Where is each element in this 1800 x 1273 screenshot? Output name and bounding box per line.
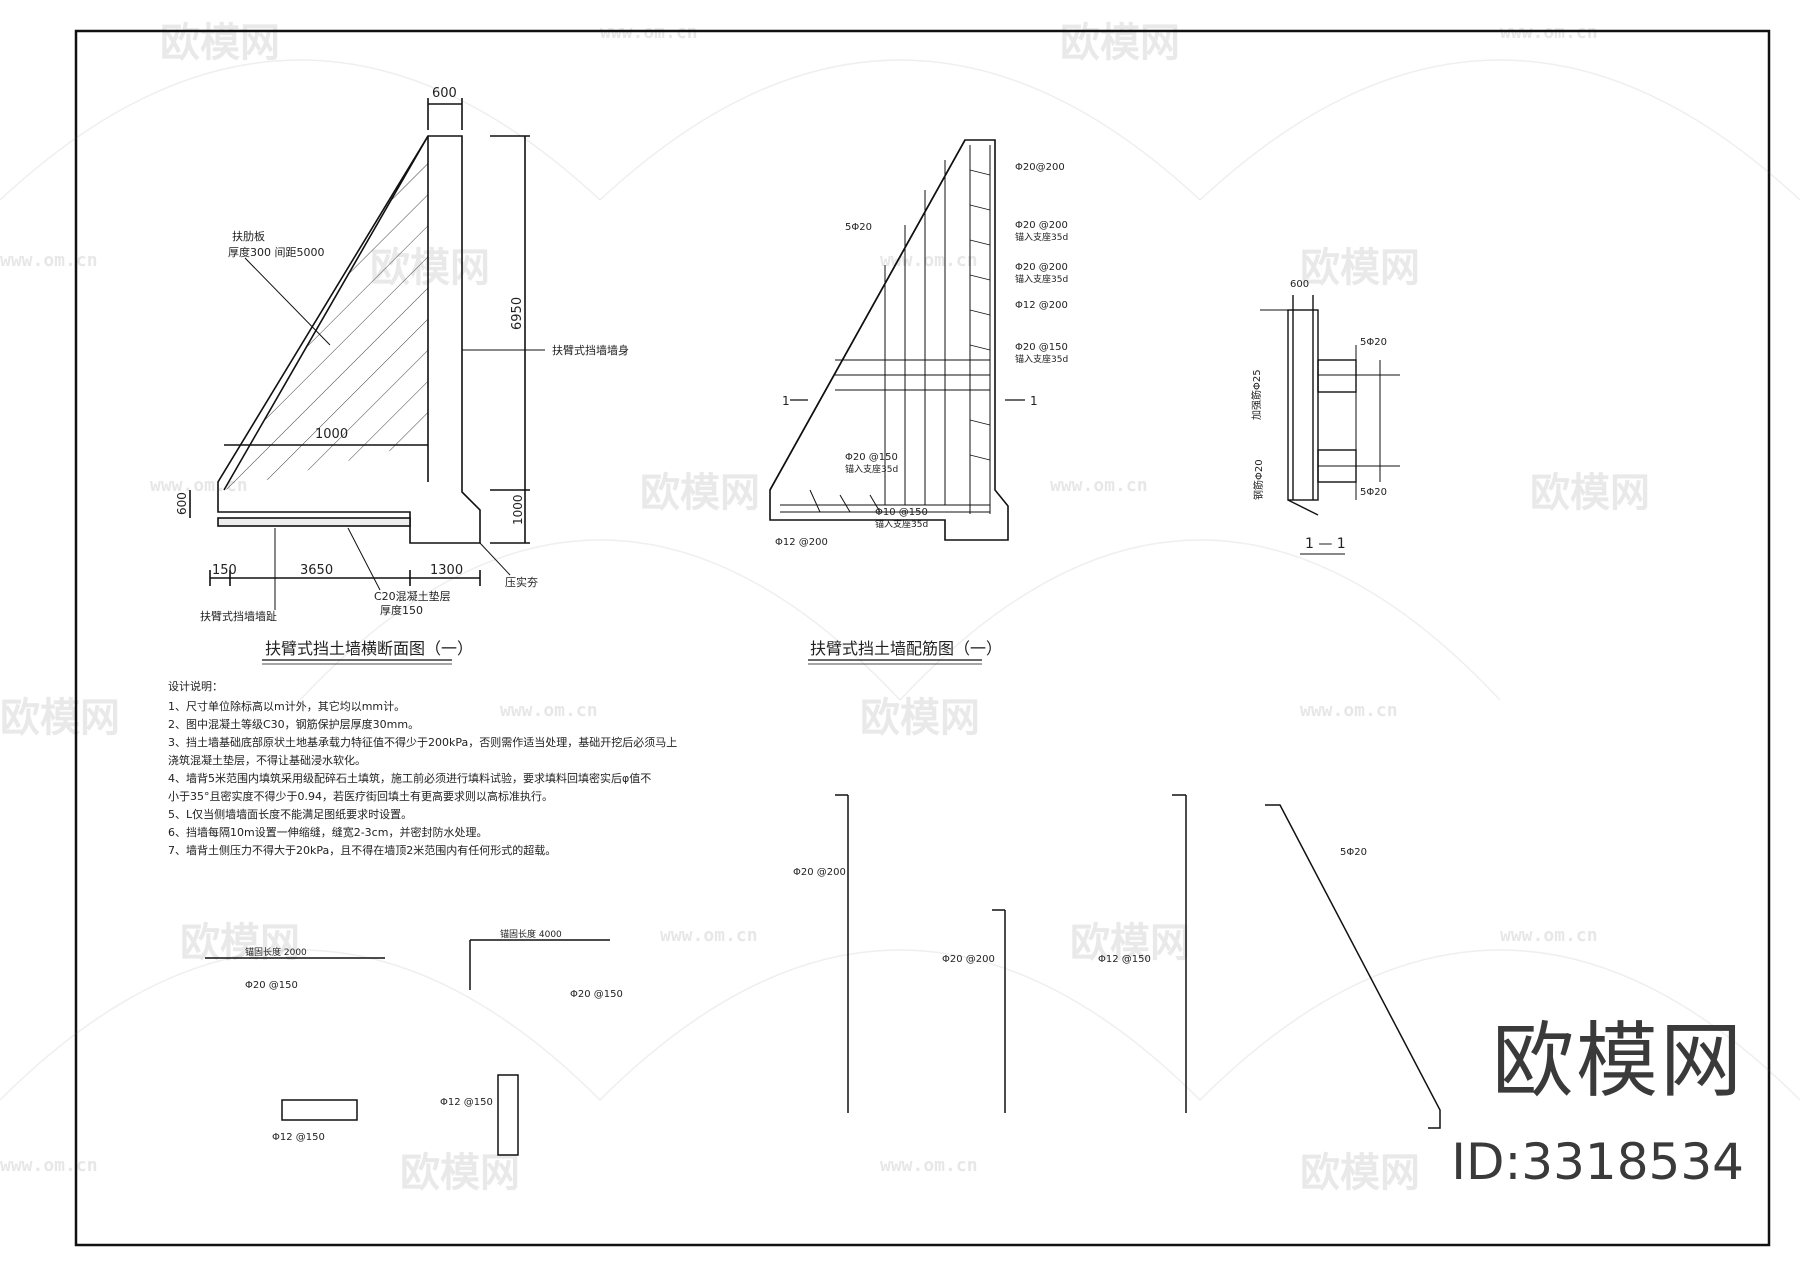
base-layer	[217, 517, 411, 527]
label-seam: 扶臂式挡墙墙趾	[200, 609, 277, 623]
rebar-label: Φ12 @200	[1015, 300, 1068, 311]
dim-toe: 1300	[430, 563, 463, 578]
note-line: 6、挡墙每隔10m设置一伸缩缝，缝宽2-3cm，并密封防水处理。	[168, 825, 487, 839]
note-line: 3、挡土墙基础底部原状土地基承载力特征值不得少于200kPa，否则需作适当处理，…	[168, 735, 677, 749]
bar-2-spec: Φ20 @200	[942, 954, 995, 965]
rebar-note: 锚入支座35d	[845, 463, 898, 475]
label-rib: 扶肋板	[232, 229, 265, 243]
detail-dim-width: 600	[1290, 279, 1309, 290]
note-line: 4、墙背5米范围内填筑采用级配碎石土填筑，施工前必须进行填料试验，要求填料回填密…	[168, 771, 651, 785]
drawing-frame	[74, 29, 1771, 1247]
rebar-label: Φ20 @150	[1015, 342, 1068, 353]
bar-1-spec: Φ20 @200	[793, 867, 846, 878]
brand-id: ID:3318534	[1451, 1133, 1744, 1191]
dim-base-width: 1000	[315, 427, 348, 442]
detail-label: 钢筋Φ20	[1252, 459, 1265, 500]
detail-title: 1 — 1	[1305, 536, 1346, 552]
rebar-note: 锚入支座35d	[875, 518, 928, 530]
bar-length: 锚固长度 4000	[500, 928, 562, 940]
detail-label: 5Φ20	[1360, 337, 1387, 348]
rebar-drawing	[769, 139, 1025, 541]
rebar-label: Φ10 @150	[875, 507, 928, 518]
rebar-label: Φ20 @150	[845, 452, 898, 463]
watermark-arcs	[0, 59, 1800, 1101]
rebar-note: 锚入支座35d	[1015, 353, 1068, 365]
rebar-wall-outline	[769, 139, 1009, 541]
rebar-section-mark-left: 1	[782, 394, 790, 408]
dim-left: 150	[212, 563, 237, 578]
brand-watermark: 欧模网	[1491, 1014, 1744, 1109]
note-line: 7、墙背土侧压力不得大于20kPa，且不得在墙顶2米范围内有任何形式的超载。	[168, 843, 556, 857]
note-line: 浇筑混凝土垫层，不得让基础浸水软化。	[168, 753, 366, 767]
bar-shapes	[205, 794, 1441, 1156]
rebar-label: Φ20@200	[1015, 162, 1065, 173]
rebar-note: 锚入支座35d	[1015, 273, 1068, 285]
dim-heel: 3650	[300, 563, 333, 578]
note-line: 2、图中混凝土等级C30，钢筋保护层厚度30mm。	[168, 717, 419, 731]
note-line: 5、L仅当侧墙墙面长度不能满足图纸要求时设置。	[168, 807, 412, 821]
bar-5-spec: Φ20 @150	[570, 989, 623, 1000]
note-line: 小于35°且密实度不得少于0.94，若医疗街回填土有更高要求则以高标准执行。	[168, 789, 553, 803]
wall-outline	[217, 135, 481, 544]
dim-toe-height: 600	[175, 492, 189, 515]
cross-section-drawing	[189, 98, 545, 610]
dim-height: 6950	[510, 297, 525, 330]
rebar-label: Φ12 @200	[775, 537, 828, 548]
bar-4-spec: Φ20 @150	[245, 980, 298, 991]
rebar-label: Φ20 @200	[1015, 262, 1068, 273]
notes-heading: 设计说明：	[168, 679, 223, 693]
section-title: 扶臂式挡土墙横断面图（一）	[265, 639, 473, 658]
bar-9-spec: Φ12 @150	[440, 1097, 493, 1108]
detail-label: 5Φ20	[1360, 487, 1387, 498]
rebar-section-mark-right: 1	[1030, 394, 1038, 408]
bar-3-spec: Φ12 @150	[1098, 954, 1151, 965]
dim-foot-height: 1000	[511, 494, 525, 525]
note-line: 1、尺寸单位除标高以m计外，其它均以mm计。	[168, 699, 405, 713]
bar-8-spec: Φ12 @150	[272, 1132, 325, 1143]
rebar-label: Φ20 @200	[1015, 220, 1068, 231]
detail-drawing	[1260, 295, 1400, 516]
dim-top: 600	[432, 86, 457, 101]
bar-10-spec: 5Φ20	[1340, 847, 1367, 858]
label-rib-spec: 厚度300 间距5000	[228, 245, 325, 259]
rebar-label: 5Φ20	[845, 222, 872, 233]
label-wall: 扶臂式挡墙墙身	[552, 343, 629, 357]
rebar-note: 锚入支座35d	[1015, 231, 1068, 243]
bar-length: 锚固长度 2000	[245, 946, 307, 958]
detail-label: 加强筋Φ25	[1250, 369, 1263, 420]
label-base: C20混凝土垫层	[374, 589, 451, 603]
label-base-spec: 厚度150	[380, 603, 423, 617]
rebar-title: 扶臂式挡土墙配筋图（一）	[810, 639, 1002, 658]
label-backfill: 压实夯	[505, 575, 538, 589]
rib-edge	[223, 135, 429, 491]
